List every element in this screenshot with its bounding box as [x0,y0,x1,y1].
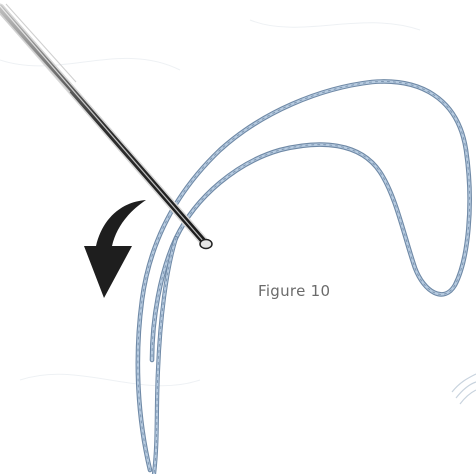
needle-icon [0,4,212,249]
figure-caption: Figure 10 [258,282,330,300]
suture-thread [138,82,470,474]
curved-arrow-down-icon [84,200,146,298]
suture-strand-fragment [452,374,476,404]
suture-strand-outer [138,82,470,470]
